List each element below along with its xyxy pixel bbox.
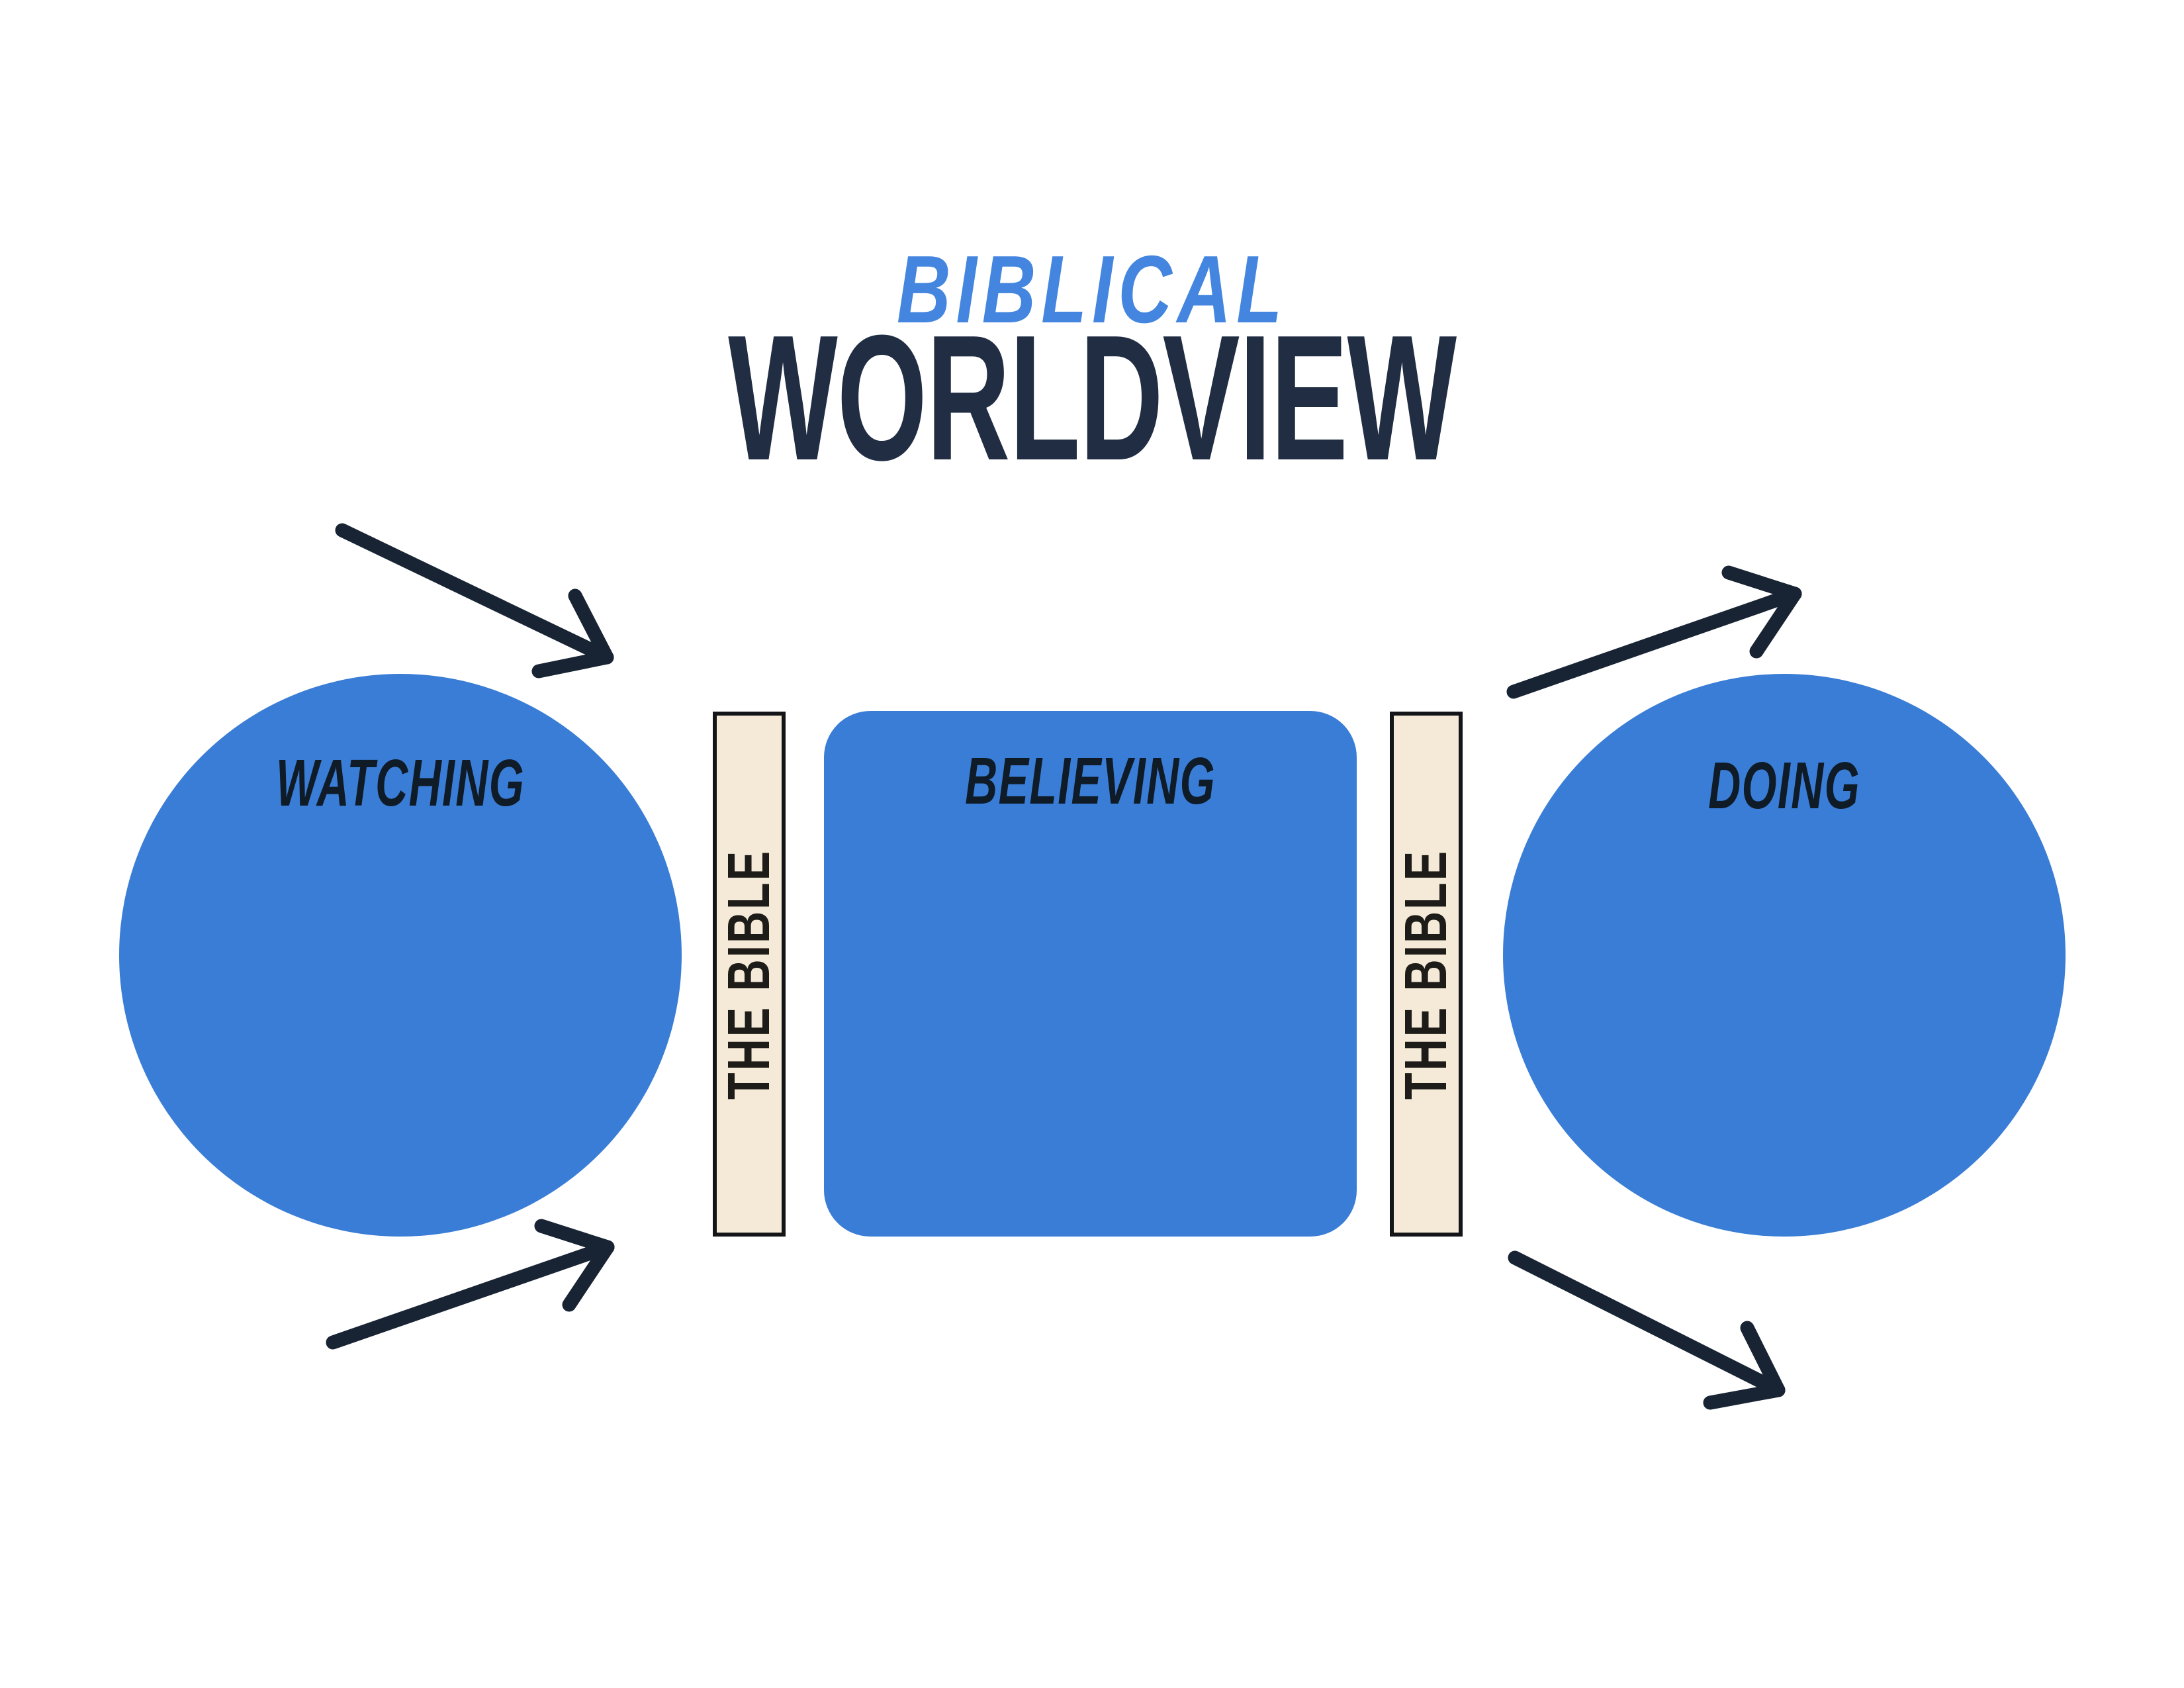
watching-circle: WATCHING: [119, 674, 682, 1237]
doing-label: DOING: [1708, 749, 1860, 823]
title-worldview: WORLDVIEW: [728, 299, 1457, 498]
top-left-arrow: [335, 523, 614, 679]
bottom-right-arrow: [1508, 1250, 1786, 1410]
bible-bar-left: THE BIBLE: [713, 712, 786, 1237]
bible-bar-right: THE BIBLE: [1390, 712, 1463, 1237]
top-right-arrow: [1506, 565, 1802, 699]
doing-circle: DOING: [1503, 674, 2066, 1237]
bottom-left-arrow: [326, 1219, 615, 1350]
believing-label: BELIEVING: [965, 744, 1216, 818]
title-biblical: BIBLICAL: [896, 236, 1288, 343]
believing-box: BELIEVING: [824, 711, 1357, 1237]
watching-label: WATCHING: [275, 746, 525, 820]
